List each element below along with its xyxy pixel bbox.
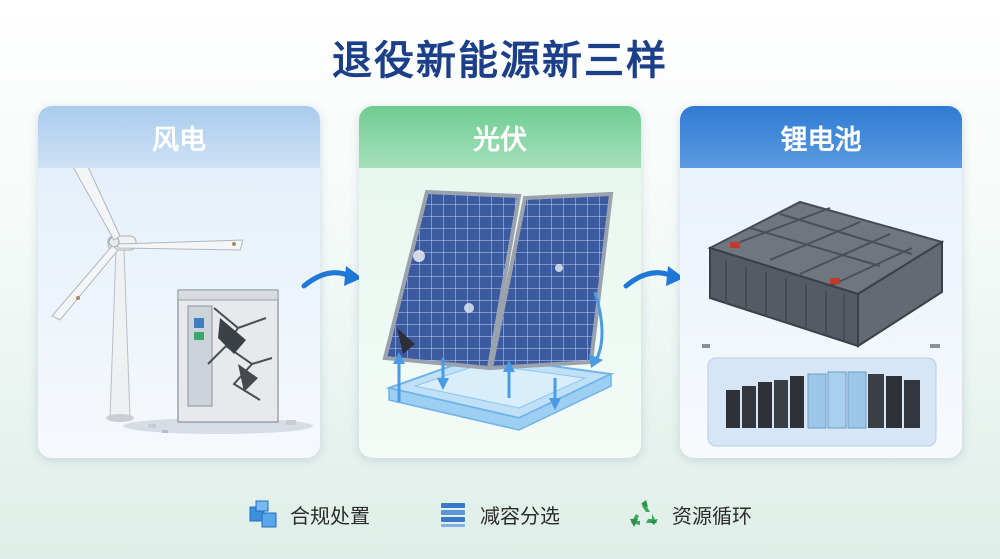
- lithium-battery-header: 锂电池: [680, 106, 962, 168]
- solar-panel-icon: [382, 189, 615, 431]
- legend-label: 减容分选: [480, 503, 560, 528]
- wind-power-illustration: [38, 168, 320, 458]
- solar-header: 光伏: [359, 106, 641, 168]
- legend-label: 资源循环: [672, 503, 752, 528]
- wind-power-header: 风电: [38, 106, 320, 168]
- wind-power-panel: 风电: [38, 106, 320, 458]
- recycle-icon: [630, 500, 658, 527]
- page-title: 退役新能源新三样: [332, 38, 668, 84]
- arrow-right-icon: [623, 266, 684, 289]
- legend-resource-recycling: 资源循环: [628, 494, 752, 534]
- wind-turbine-icon: [51, 168, 313, 434]
- stacked-layers-icon: [441, 503, 465, 527]
- battery-pack-icon: [702, 200, 945, 447]
- legend-volume-reduction-sorting: 减容分选: [438, 494, 560, 534]
- solar-illustration: [359, 168, 641, 458]
- lithium-battery-illustration: [680, 168, 962, 458]
- legend-compliant-disposal: 合规处置: [248, 494, 370, 534]
- legend-label: 合规处置: [290, 503, 370, 528]
- lithium-battery-panel: 锂电池: [680, 106, 962, 458]
- blue-cubes-icon: [249, 500, 277, 528]
- solar-panel: 光伏: [359, 106, 641, 458]
- arrow-right-icon: [301, 266, 362, 289]
